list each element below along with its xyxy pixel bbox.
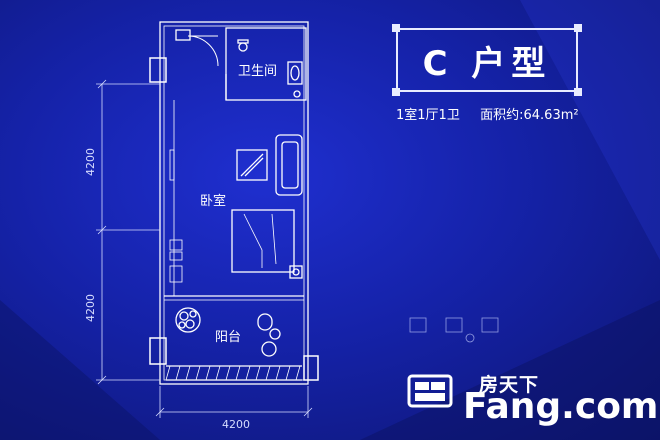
decor-furniture-icon: [409, 317, 499, 343]
column: [149, 57, 167, 83]
outer-wall: [159, 21, 309, 385]
brand-name-cn: 房天下: [479, 374, 540, 396]
unit-specs: 1室1厅1卫 面积约:64.63m²: [396, 104, 579, 123]
area-value: 64.63m²: [523, 108, 579, 123]
chairs-icon: [257, 313, 281, 357]
dimension-left-upper: 4200: [84, 148, 97, 176]
brand-watermark: 房天下 Fang.com: [403, 362, 658, 432]
fang-logo-icon: [407, 374, 453, 408]
bed-icon: [231, 209, 295, 273]
dimension-left-lower: 4200: [84, 294, 97, 322]
room-layout: 1室1厅1卫: [396, 108, 460, 123]
title-corner: [574, 88, 582, 96]
room-label-bedroom: 卧室: [200, 194, 227, 209]
bathroom-wall: [225, 27, 307, 101]
dimension-lines: [96, 79, 313, 418]
column: [303, 355, 319, 381]
nightstand-icon: [289, 265, 303, 279]
title-corner: [574, 24, 582, 32]
title-corner: [392, 88, 400, 96]
dimension-bottom: 4200: [222, 418, 250, 431]
title-corner: [392, 24, 400, 32]
unit-title-box: C 户型: [396, 28, 578, 92]
table-icon: [236, 149, 268, 181]
sofa-icon: [275, 134, 303, 196]
plant-icon: [175, 307, 201, 333]
room-label-bathroom: 卫生间: [238, 64, 278, 79]
room-label-balcony: 阳台: [215, 330, 242, 345]
unit-title: C 户型: [422, 43, 552, 84]
brand-name-en: Fang.com: [463, 386, 659, 427]
toilet-icon: [238, 42, 248, 52]
balcony-railing: [165, 365, 301, 381]
door-swing: [187, 35, 219, 67]
area-label: 面积约:: [480, 108, 524, 123]
sink-icon: [287, 61, 303, 85]
column: [149, 337, 167, 365]
shower-icon: [175, 29, 191, 41]
